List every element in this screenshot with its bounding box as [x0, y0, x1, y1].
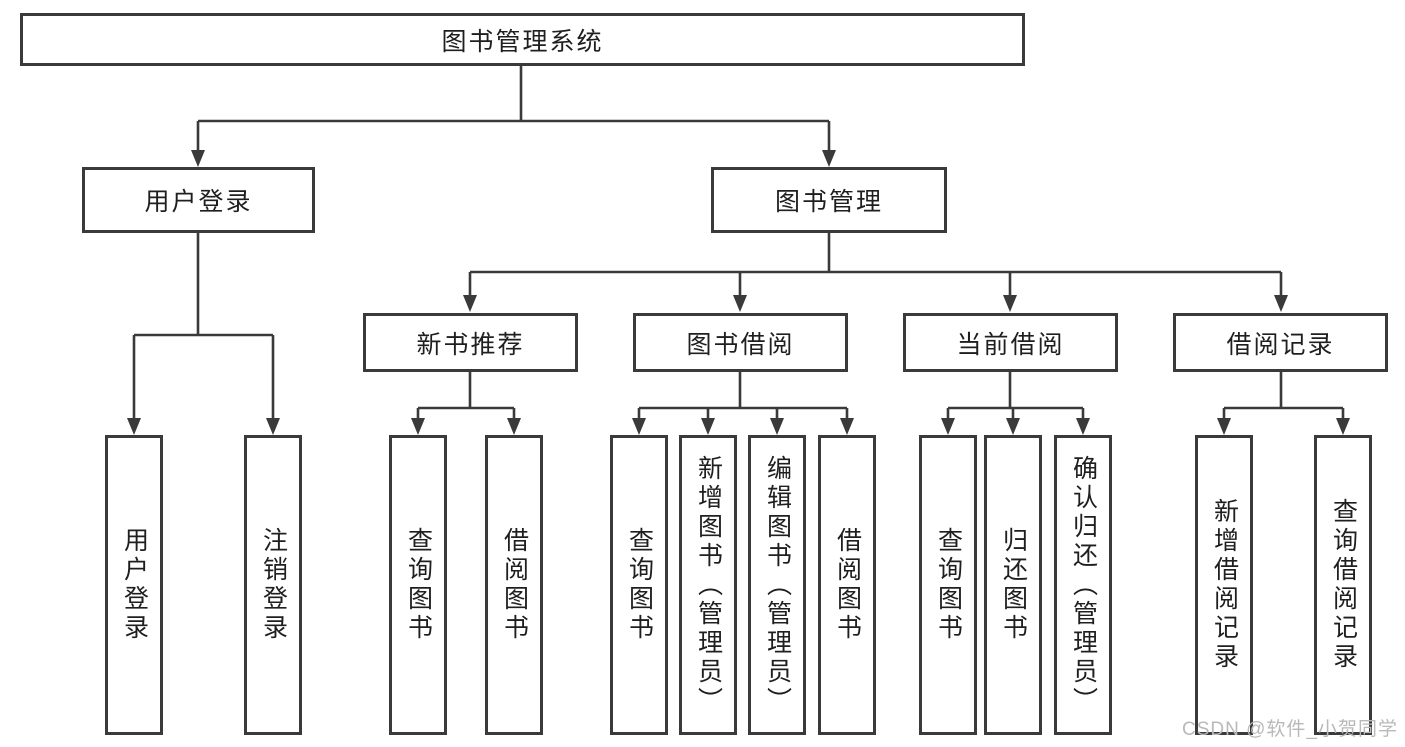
- node-label: 用户登录: [144, 188, 253, 216]
- leaf-label: 用户登录: [120, 527, 149, 643]
- leaf-label: 编辑图书（管理员）: [763, 454, 792, 716]
- connector-current-to-leaves: [941, 372, 1090, 435]
- node-label: 图书管理: [774, 188, 883, 216]
- leaf-label: 归还图书: [999, 527, 1028, 643]
- leaf-borrow-query-book: 查询图书: [610, 435, 668, 735]
- node-label: 图书借阅: [686, 330, 795, 359]
- leaf-records-add-record: 新增借阅记录: [1195, 435, 1253, 735]
- leaf-label: 查询图书: [934, 527, 963, 643]
- connector-management-to-level3: [463, 233, 1288, 312]
- node-new-book-recommend: 新书推荐: [363, 313, 578, 372]
- node-book-management: 图书管理: [711, 167, 947, 233]
- connector-borrow-to-leaves: [632, 372, 854, 435]
- leaf-user-login: 用户登录: [105, 435, 163, 735]
- leaf-label: 借阅图书: [500, 527, 529, 643]
- leaf-borrow-add-book-admin: 新增图书（管理员）: [679, 435, 737, 735]
- leaf-current-return-book: 归还图书: [984, 435, 1042, 735]
- node-label: 新书推荐: [416, 330, 525, 359]
- connector-records-to-leaves: [1217, 372, 1350, 435]
- node-borrow-records: 借阅记录: [1173, 313, 1388, 372]
- node-root-system: 图书管理系统: [20, 13, 1025, 66]
- connector-recommend-to-leaves: [411, 372, 521, 435]
- leaf-borrow-edit-book-admin: 编辑图书（管理员）: [748, 435, 806, 735]
- leaf-current-confirm-return-admin: 确认归还（管理员）: [1054, 435, 1112, 735]
- leaf-label: 注销登录: [259, 527, 288, 643]
- connector-login-to-leaves: [127, 233, 280, 435]
- leaf-label: 新增图书（管理员）: [694, 454, 723, 716]
- leaf-label: 确认归还（管理员）: [1069, 454, 1098, 716]
- node-label: 当前借阅: [956, 330, 1065, 359]
- leaf-label: 查询图书: [404, 527, 433, 643]
- leaf-logout: 注销登录: [244, 435, 302, 735]
- node-current-borrow: 当前借阅: [903, 313, 1118, 372]
- leaf-records-query-record: 查询借阅记录: [1314, 435, 1372, 735]
- leaf-current-query-book: 查询图书: [919, 435, 977, 735]
- leaf-borrow-borrow-book: 借阅图书: [818, 435, 876, 735]
- node-user-login: 用户登录: [82, 167, 315, 233]
- leaf-recommend-query-book: 查询图书: [389, 435, 447, 735]
- leaf-label: 查询图书: [625, 527, 654, 643]
- node-label: 借阅记录: [1226, 330, 1335, 359]
- csdn-watermark: CSDN @软件_小贺同学: [1182, 719, 1398, 740]
- leaf-label: 查询借阅记录: [1329, 498, 1358, 672]
- leaf-label: 新增借阅记录: [1210, 498, 1239, 672]
- node-book-borrow: 图书借阅: [633, 313, 848, 372]
- leaf-recommend-borrow-book: 借阅图书: [485, 435, 543, 735]
- leaf-label: 借阅图书: [833, 527, 862, 643]
- node-label: 图书管理系统: [441, 27, 604, 56]
- connector-root-to-level2: [191, 66, 836, 167]
